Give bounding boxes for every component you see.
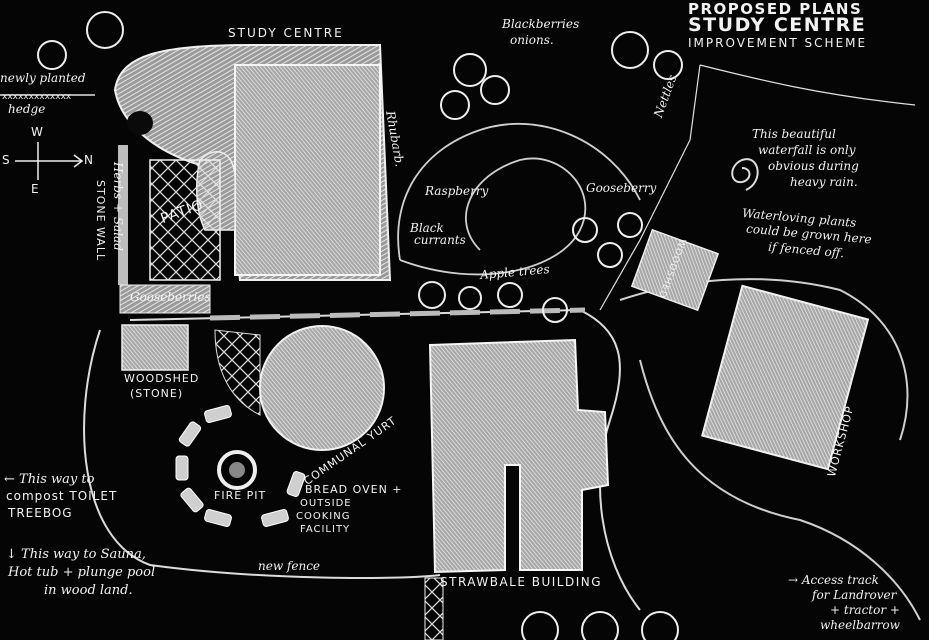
steps	[214, 329, 261, 416]
access-note-3: + tractor +	[830, 603, 900, 617]
waterfall-note-2: waterfall is only	[758, 143, 856, 157]
dotted-path	[209, 307, 586, 321]
access-note-2: for Landrover	[812, 588, 897, 602]
fire-pit-seating	[175, 405, 306, 527]
raspberry-label: Raspberry	[425, 184, 489, 198]
fence-diagonal	[599, 64, 701, 311]
gooseberries-bed	[119, 284, 211, 314]
trees	[37, 11, 683, 640]
blackberries-label: Blackberries	[502, 17, 580, 31]
stone-wall-label: STONE WALL	[94, 180, 107, 262]
inner-path	[129, 308, 641, 611]
black-currants-label-1: Black	[410, 221, 444, 235]
fire-pit	[217, 450, 257, 490]
fence-top-right	[699, 64, 916, 106]
access-note-1: → Access track	[788, 573, 879, 587]
track-lower	[639, 359, 921, 621]
new-fence-label: new fence	[258, 559, 321, 573]
woodshed-right	[630, 228, 720, 312]
sauna-note-3: in wood land.	[44, 583, 133, 598]
compass-e: E	[31, 182, 40, 196]
strawbale-building	[428, 338, 610, 574]
study-centre-building	[234, 64, 381, 276]
title-line-2: STUDY CENTRE	[688, 14, 867, 36]
outside-cooking-label-2: COOKING	[296, 511, 351, 522]
outside-cooking-label-3: FACILITY	[300, 524, 351, 535]
communal-yurt	[259, 325, 385, 451]
compost-note-2: compost TOILET	[6, 489, 118, 503]
bread-oven-label: BREAD OVEN +	[305, 483, 403, 496]
svg-text:xxxxxxxxxxxxx: xxxxxxxxxxxxx	[2, 92, 72, 102]
strawbale-label: STRAWBALE BUILDING	[440, 575, 603, 589]
compass-w: W	[31, 125, 44, 139]
compass-n: N	[84, 153, 94, 167]
compass-s: S	[2, 153, 11, 167]
waterfall-symbol	[731, 158, 759, 191]
compost-note-1: ← This way to	[4, 472, 95, 487]
black-currants-label-2: currants	[414, 233, 466, 247]
hedge-label: hedge	[8, 102, 46, 116]
compost-note-3: TREEBOG	[8, 506, 73, 520]
woodshed-stone	[121, 324, 189, 371]
compass	[15, 142, 84, 180]
outside-cooking-label-1: OUTSIDE	[300, 498, 352, 509]
strawbale-lattice	[424, 577, 444, 640]
study-centre-label: STUDY CENTRE	[228, 26, 344, 40]
sauna-note-1: ↓ This way to Sauna,	[6, 547, 146, 562]
waterfall-note-4: heavy rain.	[790, 175, 858, 189]
onions-label: onions.	[510, 33, 554, 47]
woodshed-stone-label-2: (STONE)	[130, 387, 184, 400]
woodshed-stone-label-1: WOODSHED	[124, 372, 200, 385]
upper-path	[397, 122, 641, 261]
gooseberries-label: Gooseberries	[130, 290, 211, 304]
workshop-building	[701, 284, 870, 471]
title-line-3: IMPROVEMENT SCHEME	[688, 36, 868, 50]
patio-area	[149, 159, 221, 281]
access-note-4: wheelbarrow	[820, 618, 900, 632]
study-centre-entrance	[127, 111, 153, 135]
herbs-salad-label: Herbs + Salad	[111, 162, 125, 251]
waterfall-note-3: obvious during	[768, 159, 859, 173]
sauna-note-2: Hot tub + plunge pool	[8, 565, 156, 580]
newly-planted-label: newly planted	[0, 71, 86, 85]
gooseberry-label: Gooseberry	[586, 181, 657, 195]
waterfall-note-1: This beautiful	[752, 127, 836, 141]
perimeter-path	[83, 329, 441, 579]
garden-path	[399, 157, 587, 276]
stone-wall	[118, 145, 128, 285]
title-line-1: PROPOSED PLANS	[688, 0, 863, 18]
fire-pit-label: FIRE PIT	[214, 489, 267, 502]
